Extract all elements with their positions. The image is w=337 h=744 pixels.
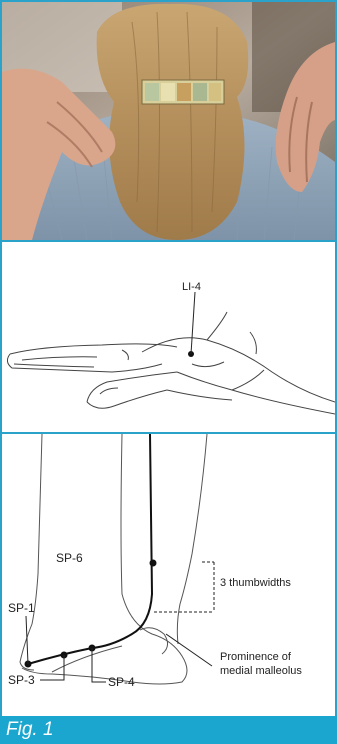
meridian-line: [28, 434, 152, 664]
li4-label: LI-4: [182, 281, 201, 293]
shoulder-photo-illustration: [2, 2, 335, 240]
hand-diagram: LI-4: [2, 242, 335, 432]
thumbwidths-label: 3 thumbwidths: [220, 577, 291, 589]
foot-diagram: 3 thumbwidths Prominence of medial malle…: [2, 434, 335, 716]
sp4-label: SP-4: [108, 675, 135, 689]
shoulder-photo: [2, 2, 335, 240]
figure-caption: Fig. 1: [0, 716, 337, 744]
sp1-label: SP-1: [8, 601, 35, 615]
hand-drawing: LI-4: [2, 242, 335, 432]
sp6-label: SP-6: [56, 551, 83, 565]
foot-drawing: 3 thumbwidths Prominence of medial malle…: [2, 434, 335, 716]
malleolus-label-line1: Prominence of: [220, 651, 292, 663]
hair-clip: [142, 80, 224, 104]
li4-leader-line: [191, 292, 195, 354]
malleolus-label-line2: medial malleolus: [220, 665, 302, 677]
malleolus-leader-line: [166, 634, 212, 666]
thumbwidths-bracket: [154, 562, 214, 612]
sp6-point: [150, 560, 157, 567]
sp3-label: SP-3: [8, 673, 35, 687]
